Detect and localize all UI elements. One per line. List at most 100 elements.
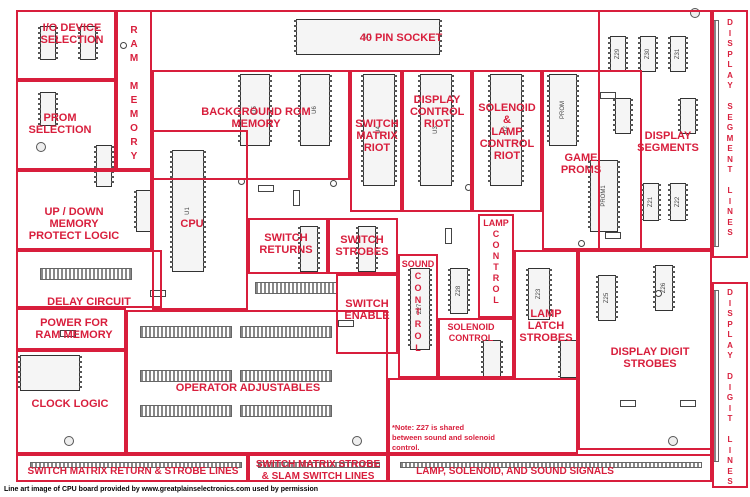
resistor: [150, 290, 166, 297]
resistor: [620, 400, 636, 407]
region-game-proms: [542, 70, 642, 250]
capacitor: [655, 290, 662, 297]
label-solenoid-lamp-control-riot: SOLENOID & LAMP CONTROL RIOT: [478, 102, 536, 162]
mounting-hole: [668, 436, 678, 446]
label-switch-enable: SWITCH ENABLE: [344, 298, 390, 322]
chip-z25: Z25: [596, 275, 618, 321]
region-background-rom: [152, 70, 350, 180]
label-display-control-riot: DISPLAY CONTROL RIOT: [410, 94, 465, 130]
label-sound-control: SOUND C O N T R O L: [401, 259, 435, 353]
chip-game-prom: PROM: [547, 74, 579, 146]
mounting-hole: [690, 8, 700, 18]
region-sound-control: [398, 254, 438, 378]
dip-row-2: [240, 326, 332, 338]
chip-z23: Z23: [526, 268, 552, 320]
chip-game-prom1: PROM1: [588, 160, 620, 232]
chip-z27: Z27: [408, 268, 432, 350]
label-switch-matrix-strobe-slam-lines: SWITCH MATRIX STROBE & SLAM SWITCH LINES: [255, 459, 381, 482]
dip-row-delay: [40, 268, 132, 280]
connector-bottom-2: [258, 462, 380, 468]
chip-small-8: [481, 340, 503, 378]
label-background-rom-memory: BACKGROUND ROM MEMORY: [201, 106, 311, 130]
chip-riot-u3: U3: [418, 74, 454, 186]
label-game-proms: GAME PROMS: [560, 152, 602, 176]
region-bottom-return-strobe: [16, 454, 248, 482]
label-display-digit-lines: D I S P L A Y D I G I T L I N E S: [726, 288, 734, 486]
chip-z28: Z28: [448, 268, 470, 314]
region-power-ram: [16, 308, 126, 350]
region-operator-adjustables: [126, 310, 388, 454]
capacitor: [578, 240, 585, 247]
region-display-digit-lines: [712, 282, 748, 488]
dip-row-4: [240, 370, 332, 382]
chip-small-7: [356, 226, 378, 272]
region-cpu: [152, 130, 248, 310]
region-display-segment-lines: [712, 10, 748, 258]
resistor: [338, 320, 354, 327]
resistor: [258, 185, 274, 192]
region-solenoid-lamp-riot: [472, 70, 542, 212]
label-40-pin-socket: 40 PIN SOCKET: [359, 32, 443, 44]
chip-riot-u2: U2: [488, 74, 524, 186]
region-switch-enable: [336, 274, 398, 354]
chip-rom-u6: U6: [298, 74, 332, 146]
dip-row-1: [140, 326, 232, 338]
resistor: [60, 330, 76, 337]
region-solenoid-control: [438, 318, 514, 378]
region-display-digit-strobes: [578, 250, 712, 450]
region-bottom-lamp-solenoid-sound: [388, 454, 712, 482]
label-lamp-latch-strobes: LAMP LATCH STROBES: [519, 308, 573, 344]
chip-z31: Z31: [668, 36, 688, 72]
label-display-segment-lines: D I S P L A Y S E G M E N T L I N E S: [726, 18, 734, 237]
region-switch-strobes: [328, 218, 398, 274]
chip-small-2: [78, 26, 98, 60]
chip-small-11: [678, 98, 698, 134]
region-io-device-selection: [16, 10, 116, 80]
mounting-hole: [36, 142, 46, 152]
region-display-control-riot: [402, 70, 472, 212]
label-operator-adjustables: OPERATOR ADJUSTABLES: [175, 382, 321, 394]
label-io-device-selection: I/O DEVICE SELECTION: [40, 22, 104, 46]
chip-cpu: U1: [170, 150, 206, 272]
label-switch-matrix-riot: SWITCH MATRIX RIOT: [355, 118, 399, 154]
resistor: [293, 190, 300, 206]
chip-40pin-socket: U1: [294, 19, 442, 55]
label-power-for-ram-memory: POWER FOR RAM MEMORY: [35, 317, 113, 341]
region-bottom-strobe-slam: [248, 454, 388, 482]
resistor: [445, 228, 452, 244]
dip-row-3: [140, 370, 232, 382]
region-switch-matrix-riot: [350, 70, 402, 212]
label-clock-logic: CLOCK LOGIC: [31, 398, 109, 410]
dip-row-5: [140, 405, 232, 417]
chip-clock: [18, 355, 82, 391]
capacitor: [120, 42, 127, 49]
region-display-segments: [598, 10, 712, 250]
label-lamp-control: LAMP C O N T R O L: [483, 218, 509, 305]
label-solenoid-control: SOLENOID CONTROL: [447, 322, 495, 343]
label-switch-returns: SWITCH RETURNS: [259, 232, 313, 256]
region-ram-memory: [116, 10, 152, 170]
resistor: [680, 400, 696, 407]
label-switch-strobes: SWITCH STROBES: [335, 234, 389, 258]
image-credit: Line art image of CPU board provided by …: [4, 486, 319, 493]
note-z27: *Note: Z27 is shared between sound and s…: [392, 423, 495, 452]
chip-small-6: [298, 226, 320, 272]
label-display-segments: DISPLAY SEGMENTS: [637, 130, 699, 154]
label-lamp-solenoid-sound-signals: LAMP, SOLENOID, AND SOUND SIGNALS: [416, 466, 614, 477]
chip-rom-u5: U5: [238, 74, 272, 146]
mounting-hole: [352, 436, 362, 446]
region-switch-returns: [248, 218, 328, 274]
resistor: [600, 92, 616, 99]
region-delay-circuit: [16, 250, 162, 308]
capacitor: [330, 180, 337, 187]
label-display-digit-strobes: DISPLAY DIGIT STROBES: [610, 346, 690, 370]
chip-z22: Z22: [668, 183, 688, 221]
label-switch-matrix-return-strobe-lines: SWITCH MATRIX RETURN & STROBE LINES: [27, 466, 239, 477]
label-ram-memory: R A M M E M O R Y: [129, 25, 139, 162]
chip-riot-u4: U4: [361, 74, 397, 186]
label-up-down-memory-protect: UP / DOWN MEMORY PROTECT LOGIC: [28, 206, 120, 242]
region-lamp-control: [478, 214, 514, 318]
dip-row-6: [240, 405, 332, 417]
label-cpu: CPU: [180, 218, 204, 230]
